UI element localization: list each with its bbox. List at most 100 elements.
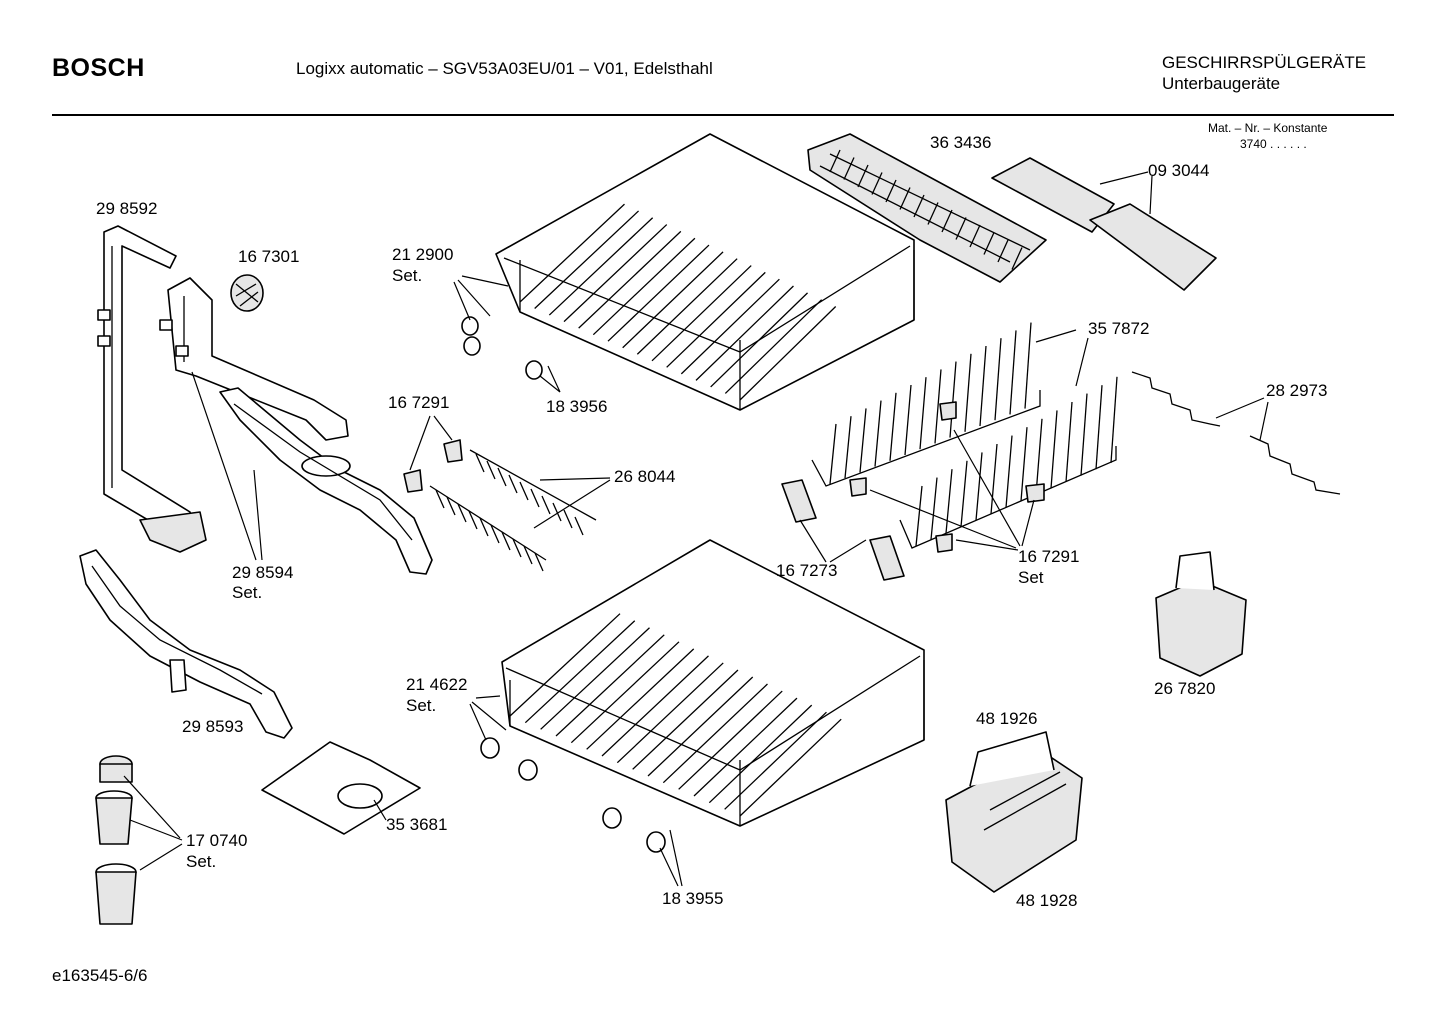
basket-wire xyxy=(647,676,754,777)
rack-tine xyxy=(497,467,507,487)
rack-tine xyxy=(1024,322,1032,409)
rack-tine xyxy=(457,503,467,523)
basket-wire xyxy=(678,690,783,790)
rack-tine xyxy=(949,361,957,438)
rack-tine xyxy=(435,489,445,509)
rack-tine xyxy=(1050,410,1058,489)
brand-logo: BOSCH xyxy=(52,54,145,82)
part-167291-b-set: Set xyxy=(1018,568,1044,587)
rack-tine xyxy=(915,485,923,547)
supply-pipe-drawing xyxy=(97,225,207,553)
filter-disc-drawing xyxy=(230,274,264,312)
basket-wire xyxy=(555,634,665,737)
part-481926: 48 1926 xyxy=(976,709,1037,728)
rack-tine xyxy=(446,496,456,516)
basket-wire xyxy=(632,669,739,770)
part-093044: 09 3044 xyxy=(1148,161,1209,180)
rack-tine xyxy=(486,460,496,480)
basket-wire xyxy=(534,210,640,310)
tray-slat xyxy=(941,209,953,233)
tray-slat xyxy=(857,164,869,188)
tray-slat xyxy=(1011,247,1023,270)
basket-wire xyxy=(724,711,827,810)
basket-wire xyxy=(651,265,752,362)
basket-wire xyxy=(586,648,695,750)
basket-wire xyxy=(540,627,650,730)
part-167301: 16 7301 xyxy=(238,247,299,266)
rack-tine xyxy=(990,443,998,515)
tray-slat xyxy=(955,217,967,240)
rollers-drawing xyxy=(461,316,666,853)
clips-drawing xyxy=(403,401,1045,581)
tine-rack-drawing xyxy=(429,449,597,572)
mat-no-label: Mat. – Nr. – Konstante xyxy=(1208,121,1328,135)
basket-wire xyxy=(563,224,668,323)
basket-wire xyxy=(578,230,682,329)
rack-tine xyxy=(475,453,485,473)
part-282973: 28 2973 xyxy=(1266,381,1327,400)
part-167291-b: 16 7291 xyxy=(1018,547,1079,566)
upper-basket-drawing xyxy=(495,133,915,411)
basket-wire xyxy=(710,292,808,388)
basket-wire xyxy=(570,641,680,744)
rack-tine xyxy=(523,545,533,565)
part-214622: 21 4622 xyxy=(406,675,467,694)
part-298594: 29 8594 xyxy=(232,563,293,582)
category-block: GESCHIRRSPÜLGERÄTE Unterbaugeräte xyxy=(1162,52,1366,94)
rack-tine xyxy=(552,502,562,522)
basket-wire xyxy=(695,285,794,381)
basket-wire xyxy=(693,697,798,797)
rack-tine xyxy=(490,524,500,544)
rack-tine xyxy=(844,416,852,479)
tray-slat xyxy=(969,224,981,248)
basket-wire xyxy=(739,718,842,817)
basket-wire xyxy=(548,217,654,316)
cutlery-basket-small-drawing xyxy=(1155,551,1247,677)
rack-tine xyxy=(1065,401,1073,483)
tray-slat xyxy=(885,179,897,203)
basket-wire xyxy=(601,655,709,757)
tray-slat xyxy=(927,202,939,225)
rack-tine xyxy=(994,338,1002,421)
part-268044: 26 8044 xyxy=(614,467,675,486)
header-divider xyxy=(52,114,1394,116)
part-214622-set: Set. xyxy=(406,696,436,715)
basket-wire xyxy=(519,203,625,303)
basket-wire xyxy=(616,662,724,764)
rack-tine xyxy=(468,510,478,530)
part-183956: 18 3956 xyxy=(546,397,607,416)
rack-tine xyxy=(512,538,522,558)
basket-wire xyxy=(662,683,768,784)
leader-lines xyxy=(123,171,1269,887)
rack-tine xyxy=(530,488,540,508)
part-212900: 21 2900 xyxy=(392,245,453,264)
part-357872: 35 7872 xyxy=(1088,319,1149,338)
rack-tine xyxy=(964,353,972,432)
cup-racks-drawing xyxy=(991,157,1217,291)
rack-tine xyxy=(519,481,529,501)
basket-wire xyxy=(739,306,837,401)
part-167273: 16 7273 xyxy=(776,561,837,580)
part-170740-set: Set. xyxy=(186,852,216,871)
tray-slat xyxy=(997,239,1009,263)
rack-tine xyxy=(1020,427,1028,502)
rack-tine xyxy=(979,345,987,427)
rack-tine xyxy=(960,460,968,527)
basket-wire xyxy=(666,271,766,368)
tray-slat xyxy=(913,194,925,218)
tray-slat xyxy=(871,172,883,195)
basket-wire xyxy=(622,251,724,349)
rack-tine xyxy=(919,377,927,450)
rack-tine xyxy=(889,392,897,461)
rack-tine xyxy=(859,408,867,473)
tray-slat xyxy=(829,149,841,173)
stair-racks-drawing xyxy=(1131,371,1341,495)
part-481928: 48 1928 xyxy=(1016,891,1077,910)
upper-spray-arm-drawing xyxy=(219,387,433,575)
rack-tine xyxy=(945,469,953,534)
basket-wire xyxy=(680,278,780,375)
basket-wire xyxy=(509,613,621,717)
rack-tine xyxy=(1080,393,1088,476)
rack-tine xyxy=(479,517,489,537)
